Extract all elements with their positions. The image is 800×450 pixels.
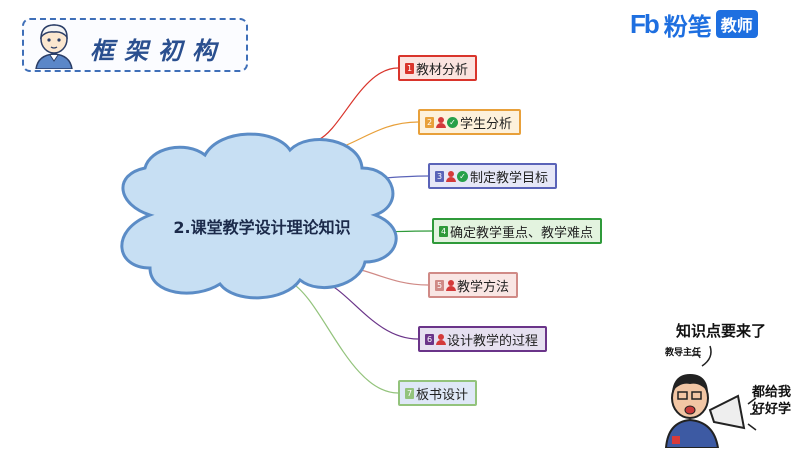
brand-logo: Fb 粉笔 教师 bbox=[630, 6, 758, 42]
branch-node-2: 2 ✓学生分析 bbox=[418, 109, 522, 135]
branch-connector-6 bbox=[319, 279, 419, 340]
branch-label: 制定教学目标 bbox=[470, 170, 549, 186]
teacher-cartoon bbox=[664, 345, 760, 448]
branch-label: 教学方法 bbox=[457, 279, 510, 295]
branch-label: 教材分析 bbox=[416, 62, 469, 78]
branch-connector-1 bbox=[317, 67, 399, 141]
person-icon bbox=[446, 170, 456, 182]
section-badge: 框架初构 bbox=[22, 18, 248, 72]
branch-number: 5 bbox=[435, 279, 444, 291]
branch-node-5: 5 教学方法 bbox=[428, 272, 519, 298]
branch-number: 1 bbox=[405, 62, 414, 74]
person-icon bbox=[446, 279, 456, 291]
check-icon: ✓ bbox=[447, 116, 458, 128]
teacher-avatar-icon bbox=[35, 24, 73, 69]
branch-connector-7 bbox=[289, 281, 399, 394]
branch-label: 学生分析 bbox=[460, 116, 513, 132]
branch-node-3: 3 ✓制定教学目标 bbox=[428, 163, 558, 189]
speech-main: 知识点要来了 bbox=[676, 322, 767, 340]
megaphone-icon bbox=[708, 394, 746, 430]
branch-label: 板书设计 bbox=[416, 387, 469, 403]
brand-name: 粉笔 bbox=[663, 12, 712, 41]
arrow-icon bbox=[701, 345, 712, 367]
person-icon bbox=[436, 333, 446, 345]
branch-node-6: 6 设计教学的过程 bbox=[418, 326, 548, 352]
brand-mark: Fb bbox=[630, 8, 660, 39]
branch-number: 6 bbox=[425, 333, 434, 345]
check-icon: ✓ bbox=[457, 170, 468, 182]
branch-number: 4 bbox=[439, 225, 448, 237]
branch-label: 设计教学的过程 bbox=[447, 333, 539, 349]
speech-shout: 都给我好好学 bbox=[752, 385, 792, 417]
name-tag: 教导主任 bbox=[665, 348, 702, 358]
branch-label: 确定教学重点、教学难点 bbox=[450, 225, 594, 241]
brand-tag: 教师 bbox=[715, 10, 758, 38]
section-title: 框架初构 bbox=[90, 36, 226, 65]
center-cloud bbox=[120, 132, 398, 300]
person-icon bbox=[436, 116, 446, 128]
branch-number: 2 bbox=[425, 116, 434, 128]
branch-number: 7 bbox=[405, 387, 414, 399]
center-topic: 2.课堂教学设计理论知识 bbox=[173, 218, 351, 237]
branch-number: 3 bbox=[435, 170, 444, 182]
